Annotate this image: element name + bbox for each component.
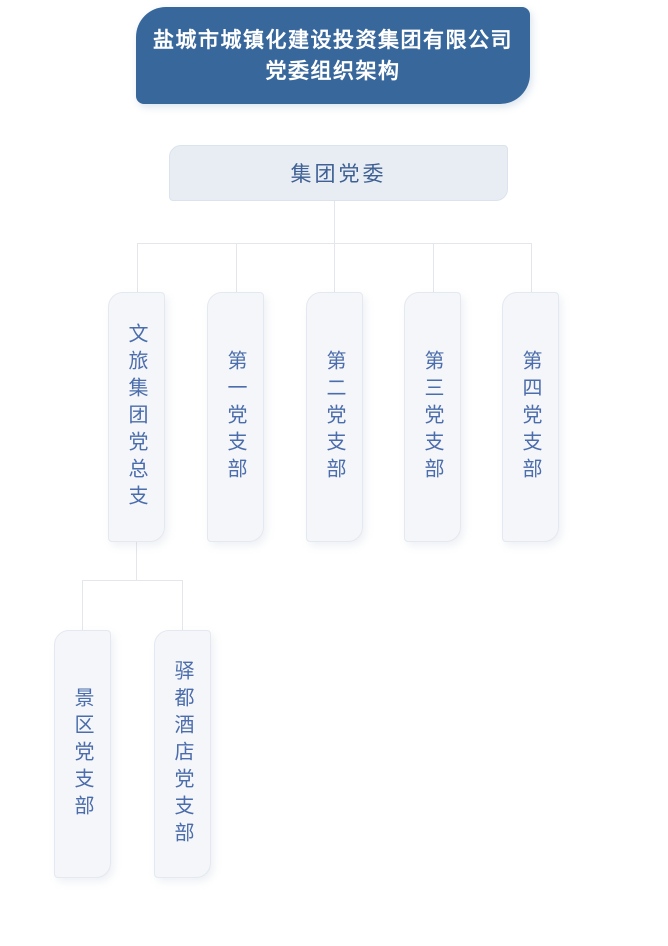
- connector-branch5-stub: [531, 243, 532, 292]
- node-culture-tourism-group-general-branch: 文旅集团党总支: [108, 292, 165, 542]
- chart-title-banner: 盐城市城镇化建设投资集团有限公司 党委组织架构: [136, 7, 530, 104]
- connector-branch3-stub: [334, 243, 335, 292]
- node-label: 第一党支部: [224, 349, 246, 485]
- node-label: 第三党支部: [421, 349, 443, 485]
- node-label: 景区党支部: [71, 686, 93, 822]
- node-group-party-committee-label: 集团党委: [290, 163, 387, 186]
- chart-title-line1: 盐城市城镇化建设投资集团有限公司: [153, 28, 513, 52]
- node-label: 驿都酒店党支部: [171, 659, 193, 849]
- node-label: 文旅集团党总支: [125, 322, 147, 512]
- connector-child2-stub: [182, 580, 183, 630]
- node-first-party-branch: 第一党支部: [207, 292, 264, 542]
- node-group-party-committee: 集团党委: [169, 145, 508, 201]
- connector-root-vertical: [334, 201, 335, 243]
- connector-subtree-vertical: [136, 542, 137, 580]
- node-label: 第四党支部: [519, 349, 541, 485]
- node-scenic-area-party-branch: 景区党支部: [54, 630, 111, 878]
- chart-title-line2: 党委组织架构: [265, 59, 401, 83]
- node-third-party-branch: 第三党支部: [404, 292, 461, 542]
- connector-branch2-stub: [236, 243, 237, 292]
- connector-branch4-stub: [433, 243, 434, 292]
- node-label: 第二党支部: [323, 349, 345, 485]
- connector-level2-horizontal: [82, 580, 183, 581]
- connector-branch1-stub: [137, 243, 138, 292]
- node-yidu-hotel-party-branch: 驿都酒店党支部: [154, 630, 211, 878]
- node-second-party-branch: 第二党支部: [306, 292, 363, 542]
- node-fourth-party-branch: 第四党支部: [502, 292, 559, 542]
- connector-child1-stub: [82, 580, 83, 630]
